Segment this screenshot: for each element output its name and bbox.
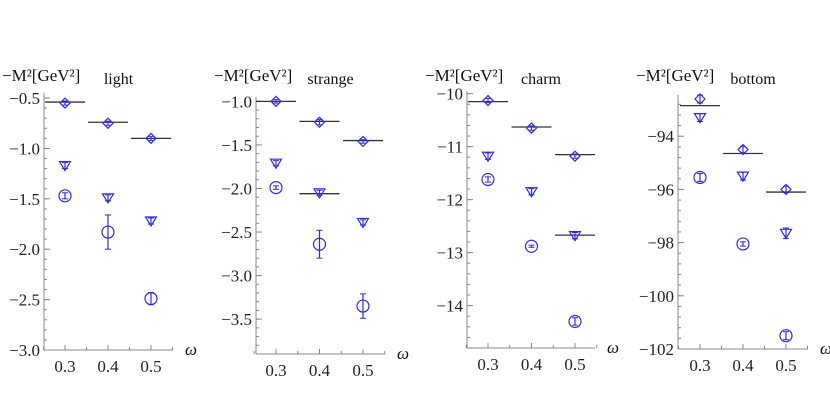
triangle-marker xyxy=(269,158,283,170)
triangle-marker xyxy=(144,216,158,228)
panel-charm: charm −M²[GeV²] ω −10 −11 −12 −13 −14 0.3 0.4 0.5 xyxy=(425,66,619,374)
x-tick-label: 0.5 xyxy=(564,355,585,374)
y-axis-label: −M²[GeV²] xyxy=(2,66,80,85)
panel-title: charm xyxy=(521,71,562,88)
diamond-marker xyxy=(270,95,282,108)
y-tick-label: −10 xyxy=(436,85,463,104)
triangle-marker xyxy=(58,160,72,172)
y-tick-label: −0.5 xyxy=(9,89,40,108)
diamond-marker xyxy=(694,93,706,105)
y-tick-label: −1.5 xyxy=(9,190,40,209)
x-tick-label: 0.4 xyxy=(732,356,754,375)
x-tick-label: 0.5 xyxy=(352,361,373,380)
panel-title: light xyxy=(104,71,134,88)
y-tick-label: −2.5 xyxy=(221,223,252,242)
y-axis-label: −M²[GeV²] xyxy=(214,66,292,85)
panel-light: light −M²[GeV²] ω −0.5 −1.0 −1.5 −2.0 −2.5 −3.0 0… xyxy=(2,66,197,376)
panel-bottom: bottom −M²[GeV²] ω −94 −96 −98 −100 −102 0.3 0.4 0… xyxy=(636,66,830,375)
x-axis-label: ω xyxy=(820,339,830,358)
triangle-marker xyxy=(356,217,370,229)
triangle-marker xyxy=(736,171,750,183)
circle-marker xyxy=(568,314,582,329)
diamond-marker xyxy=(780,183,792,196)
y-tick-label: −2.0 xyxy=(221,179,252,198)
x-tick-label: 0.3 xyxy=(689,356,710,375)
y-tick-label: −13 xyxy=(436,244,463,263)
y-tick-label: −2.5 xyxy=(9,291,40,310)
x-axis-label: ω xyxy=(185,340,197,359)
y-tick-label: −94 xyxy=(647,127,674,146)
triangle-marker xyxy=(101,193,115,204)
y-tick-label: −14 xyxy=(436,297,463,316)
y-tick-label: −3.0 xyxy=(9,341,40,360)
circle-marker xyxy=(736,237,750,251)
y-tick-label: −11 xyxy=(437,138,463,157)
y-axis-label: −M²[GeV²] xyxy=(636,66,714,85)
triangle-marker xyxy=(312,188,327,199)
circle-marker xyxy=(58,189,72,203)
circle-marker xyxy=(779,329,793,343)
triangle-marker xyxy=(693,113,707,124)
y-tick-label: −2.0 xyxy=(9,240,40,259)
diamond-marker xyxy=(482,94,494,107)
panel-title: bottom xyxy=(730,71,776,88)
x-axis-label: ω xyxy=(607,338,619,357)
y-tick-label: −1.5 xyxy=(221,136,252,155)
triangle-marker xyxy=(779,228,793,240)
circle-marker xyxy=(312,237,327,251)
x-tick-label: 0.3 xyxy=(477,355,498,374)
diamond-marker xyxy=(102,117,114,130)
circle-marker xyxy=(269,181,283,195)
circle-marker xyxy=(693,170,707,185)
diamond-marker xyxy=(357,135,369,148)
y-tick-label: −98 xyxy=(647,234,674,253)
diamond-marker xyxy=(525,122,538,134)
x-tick-label: 0.3 xyxy=(54,357,75,376)
y-tick-label: −100 xyxy=(639,287,674,306)
triangle-marker xyxy=(481,151,495,163)
x-tick-label: 0.4 xyxy=(97,357,119,376)
triangle-marker xyxy=(524,187,539,198)
panel-strange: strange −M²[GeV²] ω −1.0 −1.5 −2.0 −2.5 −3.0 −3.… xyxy=(214,66,409,380)
y-tick-label: −1.0 xyxy=(9,139,40,158)
x-tick-label: 0.5 xyxy=(775,356,796,375)
circle-marker xyxy=(144,292,158,306)
diamond-marker xyxy=(59,97,71,109)
x-tick-label: 0.5 xyxy=(140,357,161,376)
y-axis-label: −M²[GeV²] xyxy=(425,66,503,85)
diamond-marker xyxy=(145,132,157,145)
x-tick-label: 0.4 xyxy=(309,361,331,380)
circle-marker xyxy=(356,299,370,313)
y-tick-label: −96 xyxy=(647,180,674,199)
diamond-marker xyxy=(569,150,581,163)
circle-marker xyxy=(481,172,495,187)
y-tick-label: −3.0 xyxy=(221,267,252,286)
x-axis-label: ω xyxy=(397,344,409,363)
circle-marker xyxy=(524,239,539,253)
y-tick-label: −3.5 xyxy=(221,310,252,329)
y-tick-label: −102 xyxy=(639,340,674,359)
x-tick-label: 0.4 xyxy=(521,355,543,374)
x-tick-label: 0.3 xyxy=(265,361,286,380)
panel-title: strange xyxy=(307,71,353,88)
diamond-marker xyxy=(313,116,326,129)
triangle-marker xyxy=(568,231,582,242)
diamond-marker xyxy=(737,143,749,156)
circle-marker xyxy=(101,225,115,239)
y-tick-label: −1.0 xyxy=(221,92,252,111)
y-tick-label: −12 xyxy=(436,191,463,210)
